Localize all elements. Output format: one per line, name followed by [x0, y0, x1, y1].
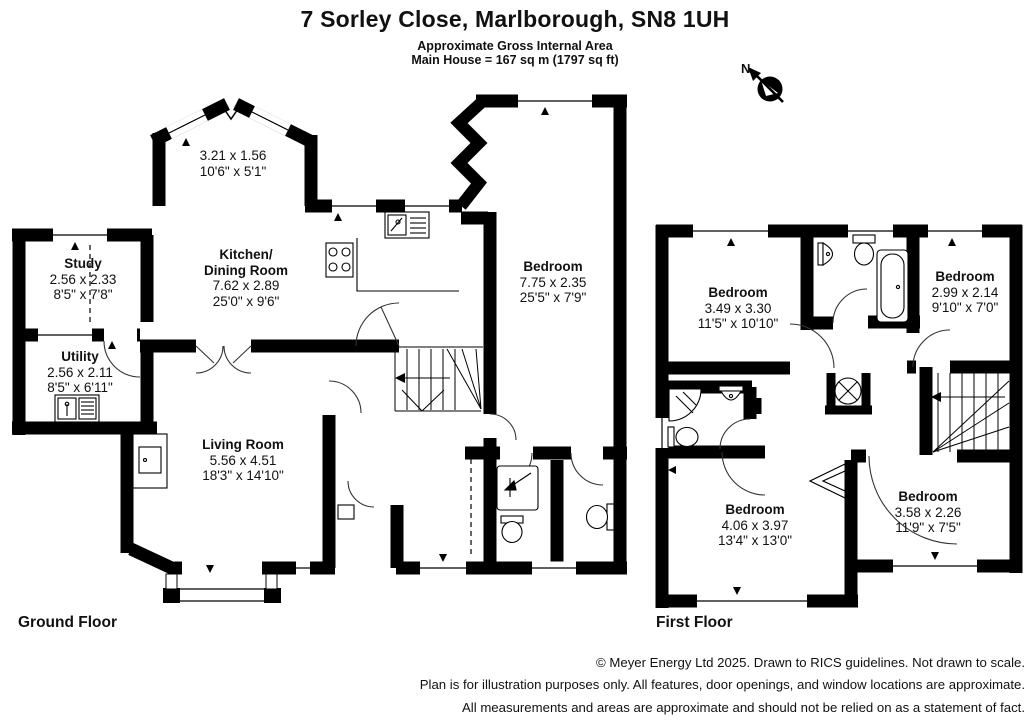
- room-label-gf-bedroom: Bedroom 7.75 x 2.35 25'5" x 7'9": [519, 259, 587, 305]
- room-label-bedroom-br: Bedroom 3.58 x 2.26 11'9" x 7'5": [894, 489, 962, 535]
- subtitle-area: Approximate Gross Internal Area: [417, 39, 613, 53]
- north-arrow-icon: [748, 67, 784, 103]
- room-label-bedroom-tl: Bedroom 3.49 x 3.30 11'5" x 10'10": [697, 285, 779, 331]
- room-label-living-room: Living Room 5.56 x 4.51 18'3" x 14'10": [202, 437, 284, 483]
- disclaimer-line-3: All measurements and areas are approxima…: [462, 699, 1025, 715]
- disclaimer-line-1: © Meyer Energy Ltd 2025. Drawn to RICS g…: [596, 655, 1025, 670]
- room-label-bedroom-bl: Bedroom 4.06 x 3.97 13'4" x 13'0": [717, 502, 793, 548]
- first-floor-label: First Floor: [656, 614, 733, 631]
- room-label-kitchen-dining: Kitchen/ Dining Room 7.62 x 2.89 25'0" x…: [204, 247, 288, 309]
- page-title: 7 Sorley Close, Marlborough, SN8 1UH: [300, 6, 730, 32]
- subtitle-main-house: Main House = 167 sq m (1797 sq ft): [411, 53, 619, 67]
- room-label-study: Study 2.56 x 2.33 8'5" x 7'8": [49, 256, 117, 302]
- room-label-utility: Utility 2.56 x 2.11 8'5" x 6'11": [47, 349, 113, 395]
- room-label-bay: 3.21 x 1.56 10'6" x 5'1": [199, 148, 267, 179]
- disclaimer: © Meyer Energy Ltd 2025. Drawn to RICS g…: [5, 652, 1025, 719]
- north-label: N: [741, 61, 751, 76]
- disclaimer-line-2: Plan is for illustration purposes only. …: [419, 677, 1025, 693]
- ground-floor-label: Ground Floor: [18, 614, 118, 631]
- room-label-bedroom-tr: Bedroom 2.99 x 2.14 9'10" x 7'0": [931, 269, 999, 315]
